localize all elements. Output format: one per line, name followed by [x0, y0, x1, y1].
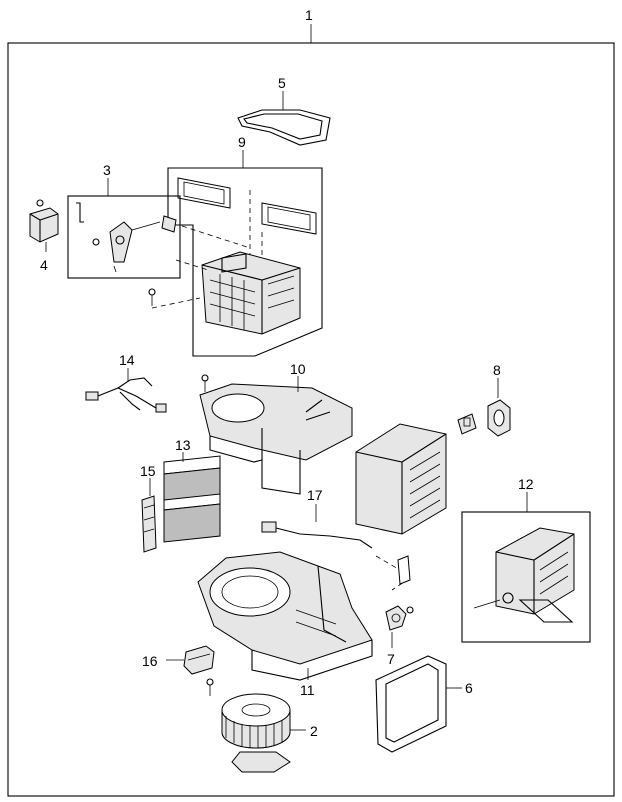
callout-2: 2 — [310, 723, 318, 739]
part-9-filter-flap-right[interactable] — [261, 202, 317, 235]
callout-6: 6 — [465, 680, 473, 696]
callout-3: 3 — [103, 162, 111, 178]
part-3-linkage[interactable] — [76, 202, 177, 273]
callout-17: 17 — [307, 487, 323, 503]
part-11-blower-housing[interactable] — [197, 551, 373, 681]
callout-7: 7 — [387, 651, 395, 667]
part-12-box — [461, 511, 591, 643]
callout-11: 11 — [300, 682, 315, 698]
callout-4: 4 — [40, 257, 48, 273]
part-5-gasket[interactable] — [237, 109, 331, 146]
part-10-upper-case[interactable] — [199, 374, 353, 495]
part-7-actuator[interactable] — [385, 605, 414, 631]
part-4-actuator[interactable] — [29, 199, 59, 252]
part-15-filter-cover[interactable] — [141, 495, 157, 553]
part-17-sensor[interactable] — [261, 521, 373, 549]
part-8-grommet[interactable] — [487, 399, 511, 437]
callout-13: 13 — [175, 437, 191, 453]
part-2-blower-motor[interactable] — [221, 693, 291, 773]
intake-housing[interactable] — [201, 251, 301, 335]
part-3-box — [67, 195, 181, 279]
callout-5: 5 — [278, 75, 286, 91]
callout-10: 10 — [290, 361, 306, 377]
callout-12: 12 — [518, 476, 534, 492]
part-14-wiring-harness[interactable] — [85, 377, 167, 413]
part-12-evaporator-assy[interactable] — [473, 527, 575, 623]
callout-8: 8 — [493, 362, 501, 378]
evaporator-core[interactable] — [355, 423, 447, 535]
callout-14: 14 — [119, 352, 135, 368]
expansion-valve[interactable] — [457, 413, 477, 435]
screw-intake — [148, 288, 156, 306]
part-9-filter-flap-left[interactable] — [177, 177, 231, 209]
part-6-seal-frame[interactable] — [375, 655, 447, 753]
part-13-filter-lower[interactable] — [163, 493, 221, 543]
callout-16: 16 — [142, 653, 158, 669]
part-16-resistor[interactable] — [183, 645, 215, 696]
callout-15: 15 — [140, 463, 156, 479]
callout-9: 9 — [238, 134, 246, 150]
callout-1: 1 — [305, 7, 313, 23]
sensor-bracket — [397, 555, 411, 585]
